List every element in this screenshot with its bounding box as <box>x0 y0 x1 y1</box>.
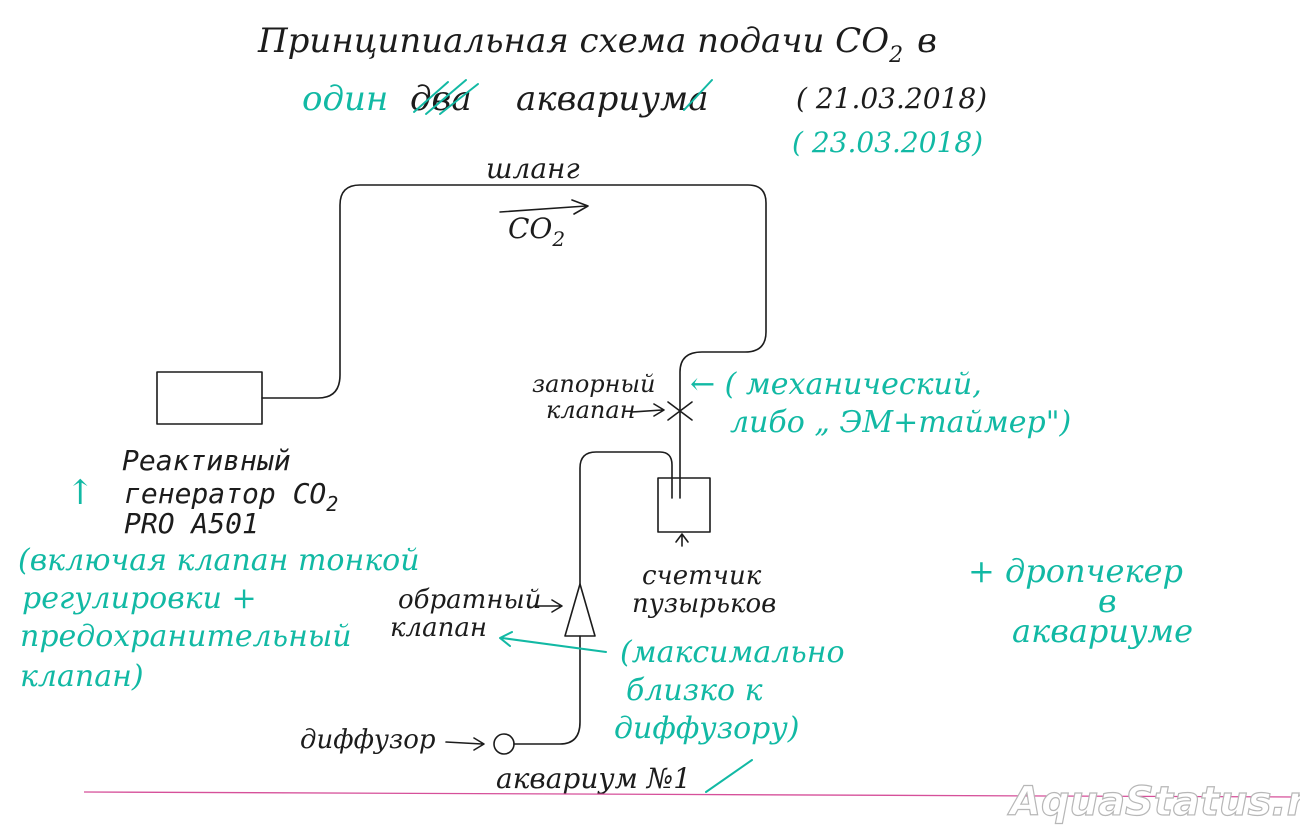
generator-line3: PRO A501 <box>124 507 259 540</box>
dropchecker-line1: + дропчекер <box>968 552 1183 590</box>
strike-ending <box>683 79 713 111</box>
diffuser-feed-line <box>513 635 581 745</box>
shutoff-label-2: клапан <box>546 396 636 424</box>
counter-pointer-arrow <box>675 533 689 547</box>
title-date2: ( 23.03.2018) <box>792 126 983 159</box>
shutoff-valve-icon <box>667 401 693 421</box>
watermark: AquaStatus.ru <box>1007 779 1300 825</box>
generator-arrow-icon: ↑ <box>66 473 95 513</box>
check-valve-note-3: диффузору) <box>614 711 799 746</box>
hose-line <box>261 184 767 499</box>
hose-flow: CO2 <box>508 212 565 251</box>
bottom-rule <box>83 791 1297 798</box>
shutoff-label-1: запорный <box>532 370 655 398</box>
bubble-counter-box <box>657 477 711 533</box>
dropchecker-line3: аквариуме <box>1012 612 1193 650</box>
diffuser-label: диффузор <box>300 725 436 755</box>
generator-line1: Реактивный <box>122 444 291 477</box>
generator-note-2: регулировки + <box>22 581 257 616</box>
title-date1: ( 21.03.2018) <box>796 82 987 115</box>
shutoff-pointer-arrow <box>631 403 665 417</box>
dropchecker-line2: в <box>1098 582 1117 620</box>
check-valve-label-1: обратный <box>398 585 541 615</box>
generator-line2: генератор CO2 <box>124 477 338 516</box>
generator-note-3: предохранительный <box>20 619 352 654</box>
shutoff-note-1: ← ( механический, <box>690 367 982 402</box>
hose-label: шланг <box>486 152 580 185</box>
check-valve-icon <box>564 583 596 637</box>
counter-label-2: пузырьков <box>632 589 776 619</box>
title-word-aquarium: аквариума <box>516 79 708 119</box>
strike-two <box>413 79 479 115</box>
generator-note-4: клапан) <box>20 659 144 694</box>
diffuser-pointer-arrow <box>445 737 485 751</box>
counter-label-1: счетчик <box>642 561 762 591</box>
shutoff-note-2: либо „ ЭМ+таймер") <box>730 405 1071 440</box>
title-word-one: один <box>302 79 388 119</box>
check-valve-label-2: клапан <box>390 613 487 643</box>
aquarium-label: аквариум №1 <box>496 762 691 795</box>
counter-outlet-line <box>579 451 673 585</box>
aquarium-strike <box>705 759 753 793</box>
flow-arrow <box>499 199 589 215</box>
co2-generator-box <box>156 371 263 425</box>
generator-note-1: (включая клапан тонкой <box>18 543 420 578</box>
check-valve-note-2: близко к <box>626 673 763 708</box>
diffuser-icon <box>493 733 515 755</box>
check-valve-pointer-arrow <box>533 599 563 613</box>
check-valve-note-arrow <box>499 631 607 653</box>
check-valve-note-1: (максимально <box>620 635 845 670</box>
